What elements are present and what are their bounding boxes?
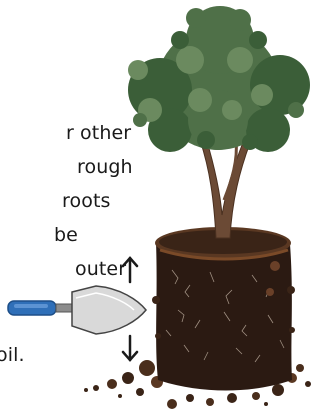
caption-line-4: be	[54, 224, 78, 246]
caption-line-3: roots	[62, 190, 111, 212]
caption-line-2: rough	[77, 156, 133, 178]
caption-line-5: outer	[75, 258, 126, 280]
tree-icon	[128, 6, 310, 238]
trowel-icon	[8, 286, 146, 334]
arrow-down-icon	[123, 336, 137, 360]
caption-line-6: oil.	[0, 344, 25, 366]
caption-line-1: r other	[66, 122, 131, 144]
root-ball-icon	[152, 227, 295, 391]
